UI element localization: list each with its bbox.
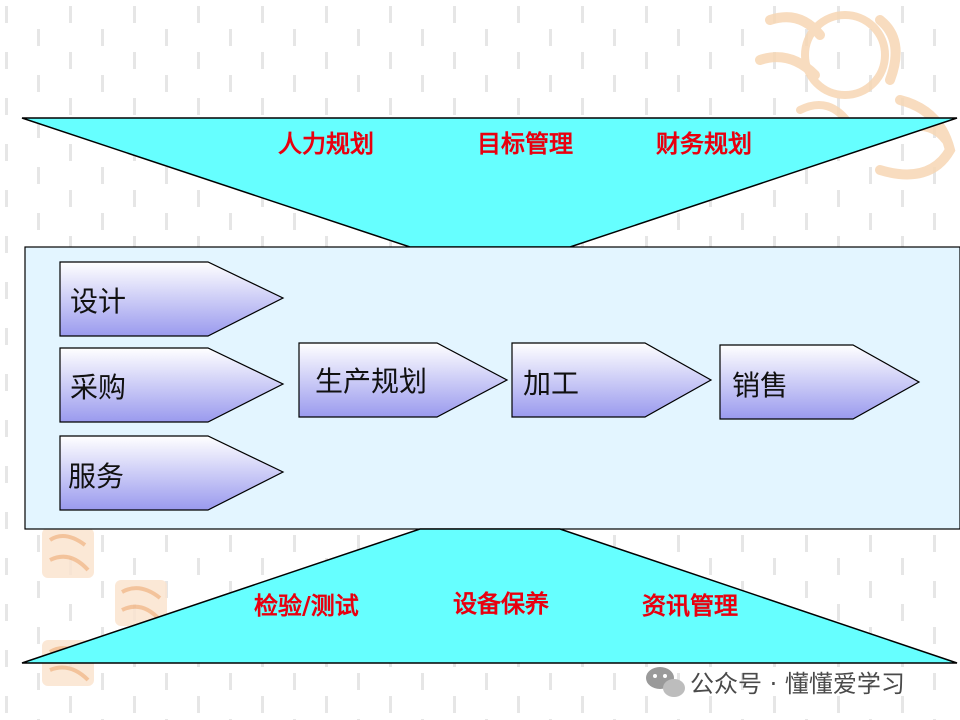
chevron-processing — [511, 342, 713, 418]
step-label-production-planning: 生产规划 — [315, 365, 428, 398]
chevron-production-planning — [298, 342, 509, 418]
chevron-design — [59, 261, 285, 337]
label-financial-planning: 财务规划 — [656, 129, 752, 158]
step-label-sales: 销售 — [732, 369, 789, 402]
label-inspection-testing: 检验/测试 — [254, 591, 359, 620]
chevron-service — [59, 435, 285, 511]
label-equipment-maintenance: 设备保养 — [453, 589, 549, 618]
chevron-purchase — [59, 347, 285, 423]
step-label-design: 设计 — [70, 285, 127, 318]
label-information-management: 资讯管理 — [642, 591, 738, 620]
watermark-text: 公众号 · 懂懂爱学习 — [690, 670, 905, 698]
label-hr-planning: 人力规划 — [278, 129, 374, 158]
chevron-sales — [719, 344, 921, 420]
step-label-purchase: 采购 — [70, 371, 127, 404]
wechat-icon — [646, 667, 685, 697]
bottom-support-funnel — [21, 528, 958, 664]
label-goal-management: 目标管理 — [477, 129, 573, 158]
step-label-processing: 加工 — [523, 367, 580, 400]
step-label-service: 服务 — [68, 460, 125, 493]
seal-stamp-1 — [42, 528, 94, 578]
